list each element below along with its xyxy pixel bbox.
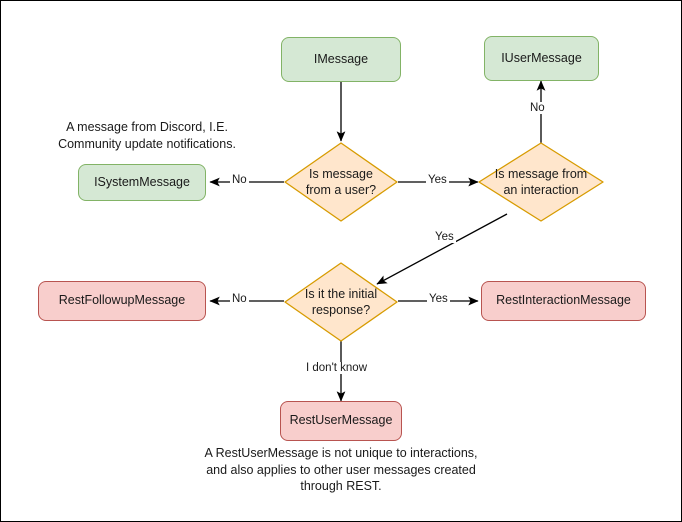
decision-initial-response-label: Is it the initial response?	[304, 286, 378, 317]
node-isystemmessage[interactable]: ISystemMessage	[78, 164, 206, 201]
edge-label-initial-response-no: No	[230, 293, 249, 305]
edge-label-from-user-no: No	[230, 174, 249, 186]
decision-from-interaction[interactable]: Is message from an interaction	[478, 142, 604, 222]
decision-from-user-shape	[284, 142, 398, 222]
node-restinteractionmessage[interactable]: RestInteractionMessage	[481, 281, 646, 321]
edge-label-from-interaction-no: No	[528, 102, 547, 114]
decision-from-user[interactable]: Is message from a user?	[284, 142, 398, 222]
edge-label-initial-response-yes: Yes	[427, 293, 450, 305]
node-imessage[interactable]: IMessage	[281, 37, 401, 82]
note-rest-user-message: A RestUserMessage is not unique to inter…	[204, 446, 478, 493]
node-restfollowupmessage-label: RestFollowupMessage	[58, 293, 186, 308]
decision-initial-response[interactable]: Is it the initial response?	[284, 262, 398, 342]
node-imessage-label: IMessage	[313, 51, 369, 66]
decision-initial-response-shape	[284, 262, 398, 342]
note-system-message: A message from Discord, I.E. Community u…	[58, 120, 236, 151]
node-restusermessage-label: RestUserMessage	[289, 413, 393, 428]
node-restusermessage[interactable]: RestUserMessage	[280, 401, 402, 441]
edge-label-from-interaction-yes: Yes	[433, 231, 456, 243]
edge-label-initial-response-unknown: I don't know	[304, 362, 370, 374]
node-isystemmessage-label: ISystemMessage	[94, 174, 190, 189]
decision-from-interaction-shape	[478, 142, 604, 222]
decision-from-user-label: Is message from a user?	[305, 166, 377, 197]
node-restfollowupmessage[interactable]: RestFollowupMessage	[38, 281, 206, 321]
node-restinteractionmessage-label: RestInteractionMessage	[496, 293, 631, 308]
decision-from-interaction-label: Is message from an interaction	[494, 166, 588, 197]
edge-label-from-user-yes: Yes	[426, 174, 449, 186]
node-iusermessage-label: IUserMessage	[501, 50, 582, 65]
node-iusermessage[interactable]: IUserMessage	[484, 36, 599, 81]
